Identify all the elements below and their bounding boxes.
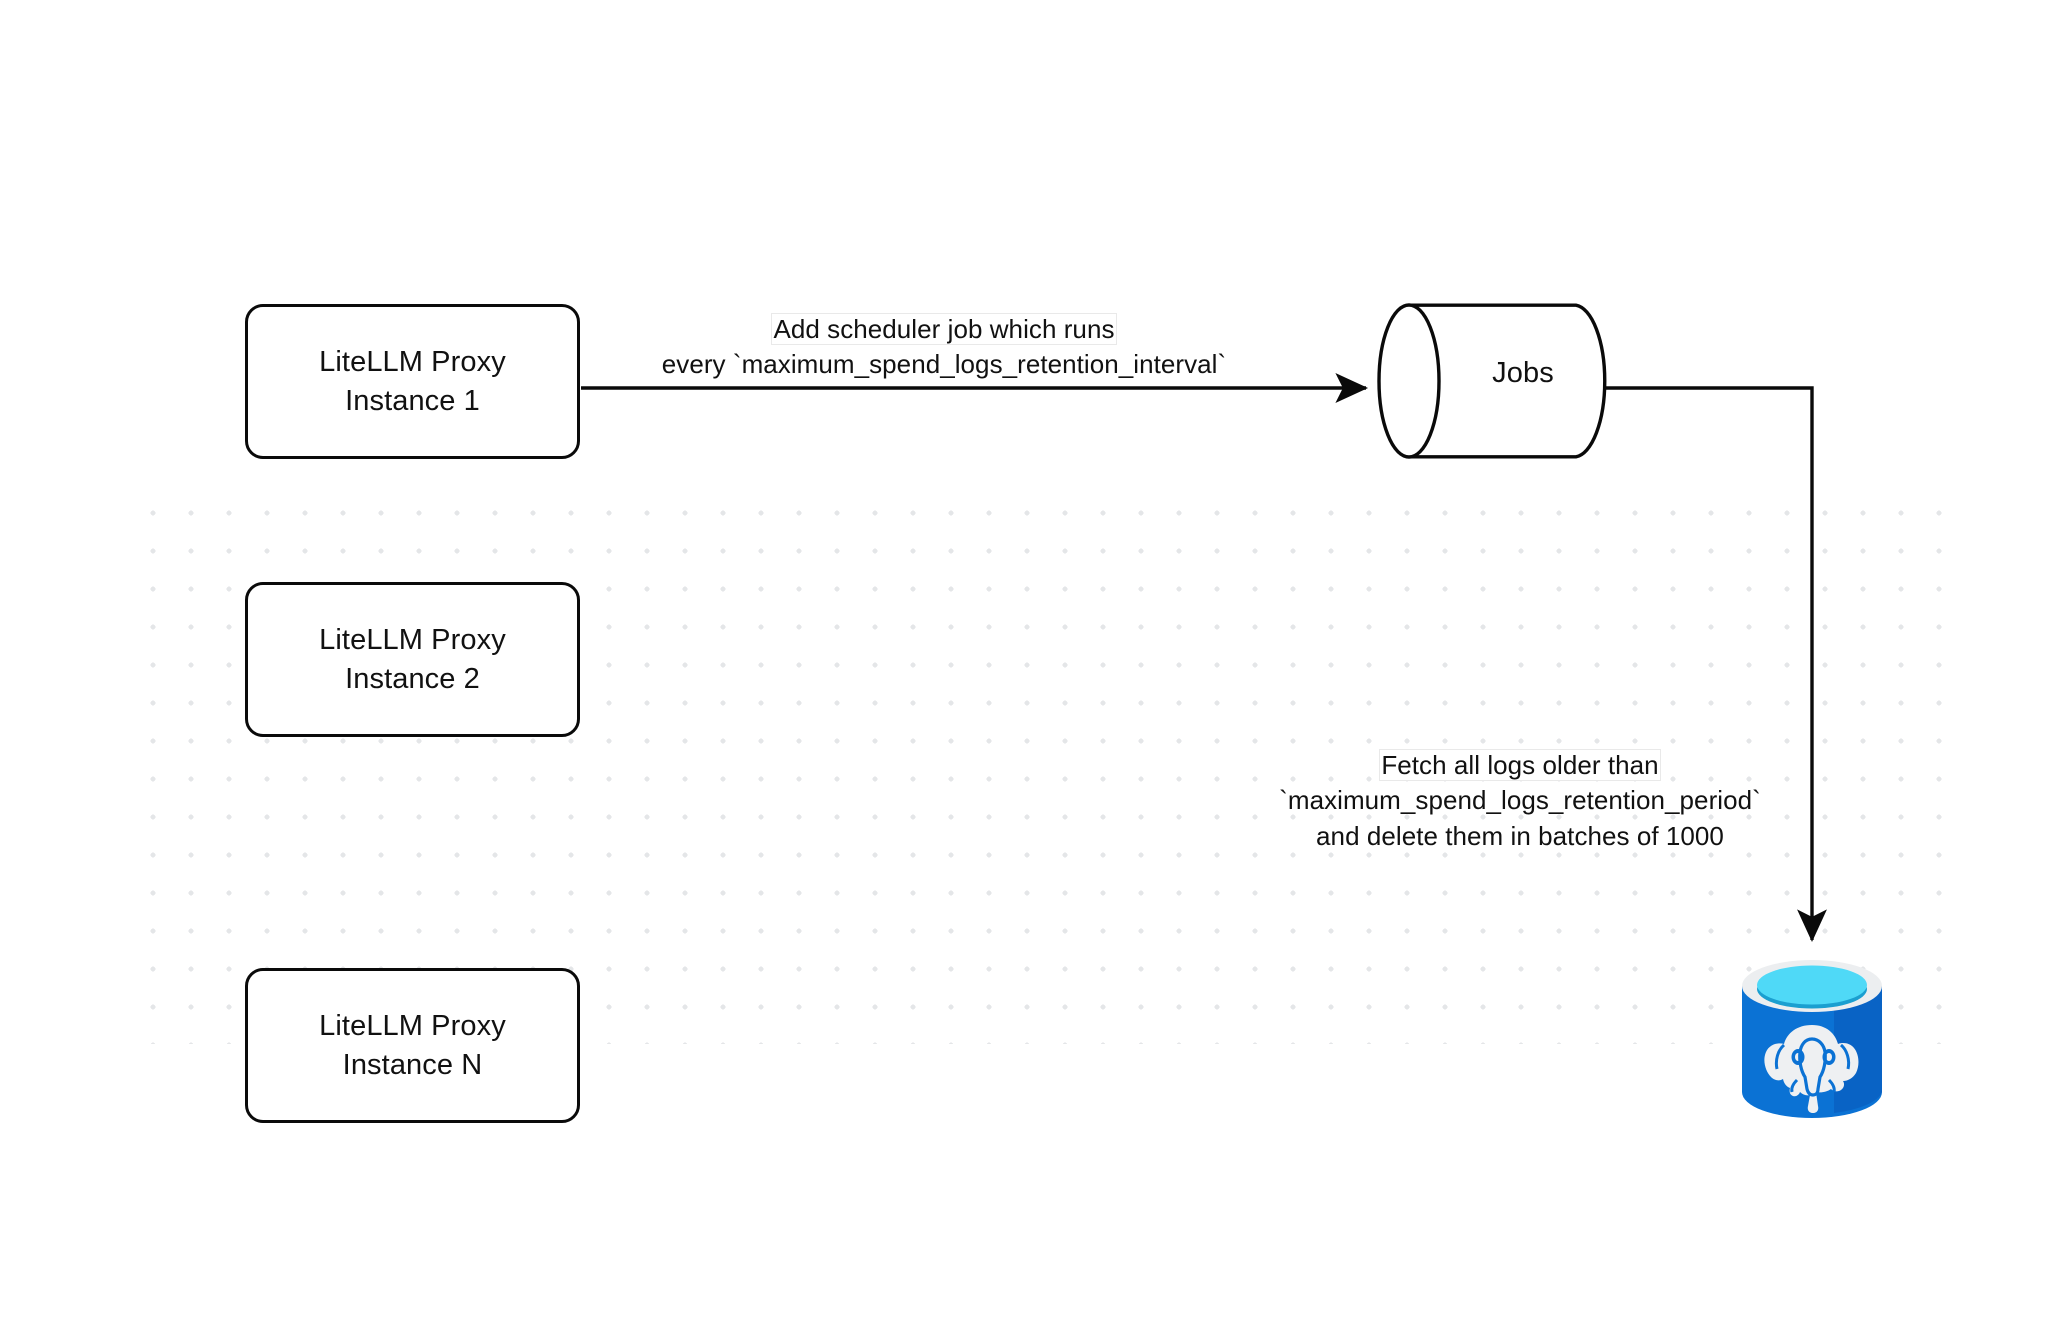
edge-jobs-to-postgres-path bbox=[1606, 386, 1827, 943]
node-label-line-2: Instance 1 bbox=[345, 384, 480, 417]
node-litellm-proxy-instance-n[interactable]: LiteLLM Proxy Instance N bbox=[245, 968, 580, 1123]
edge-label-line-1: Fetch all logs older than bbox=[1380, 750, 1660, 780]
node-label-line-2: Instance N bbox=[342, 1048, 483, 1081]
node-label-line-1: LiteLLM Proxy bbox=[319, 623, 506, 656]
node-label-line-1: LiteLLM Proxy bbox=[319, 345, 506, 378]
edge-label-line-2: every `maximum_spend_logs_retention_inte… bbox=[661, 349, 1227, 380]
cylinder-left-cap bbox=[1377, 303, 1441, 459]
edge-label-line-3: and delete them in batches of 1000 bbox=[1316, 820, 1724, 851]
node-litellm-proxy-instance-2[interactable]: LiteLLM Proxy Instance 2 bbox=[245, 582, 580, 737]
cylinder-body bbox=[1406, 303, 1607, 459]
node-label-line-1: LiteLLM Proxy bbox=[319, 1009, 506, 1042]
node-label-line-2: Instance 2 bbox=[345, 662, 480, 695]
node-litellm-proxy-instance-1[interactable]: LiteLLM Proxy Instance 1 bbox=[245, 304, 580, 459]
node-jobs-label: Jobs bbox=[1492, 357, 1554, 389]
edge-label-line-2: `maximum_spend_logs_retention_period` bbox=[1279, 785, 1761, 816]
edge-label-line-1: Add scheduler job which runs bbox=[772, 314, 1116, 344]
edge-label-fetch-and-delete-logs: Fetch all logs older than `maximum_spend… bbox=[1228, 748, 1812, 854]
postgresql-icon[interactable] bbox=[1737, 953, 1887, 1125]
edge-label-add-scheduler-job: Add scheduler job which runs every `maxi… bbox=[588, 312, 1300, 383]
node-jobs-cylinder[interactable] bbox=[1377, 303, 1607, 459]
